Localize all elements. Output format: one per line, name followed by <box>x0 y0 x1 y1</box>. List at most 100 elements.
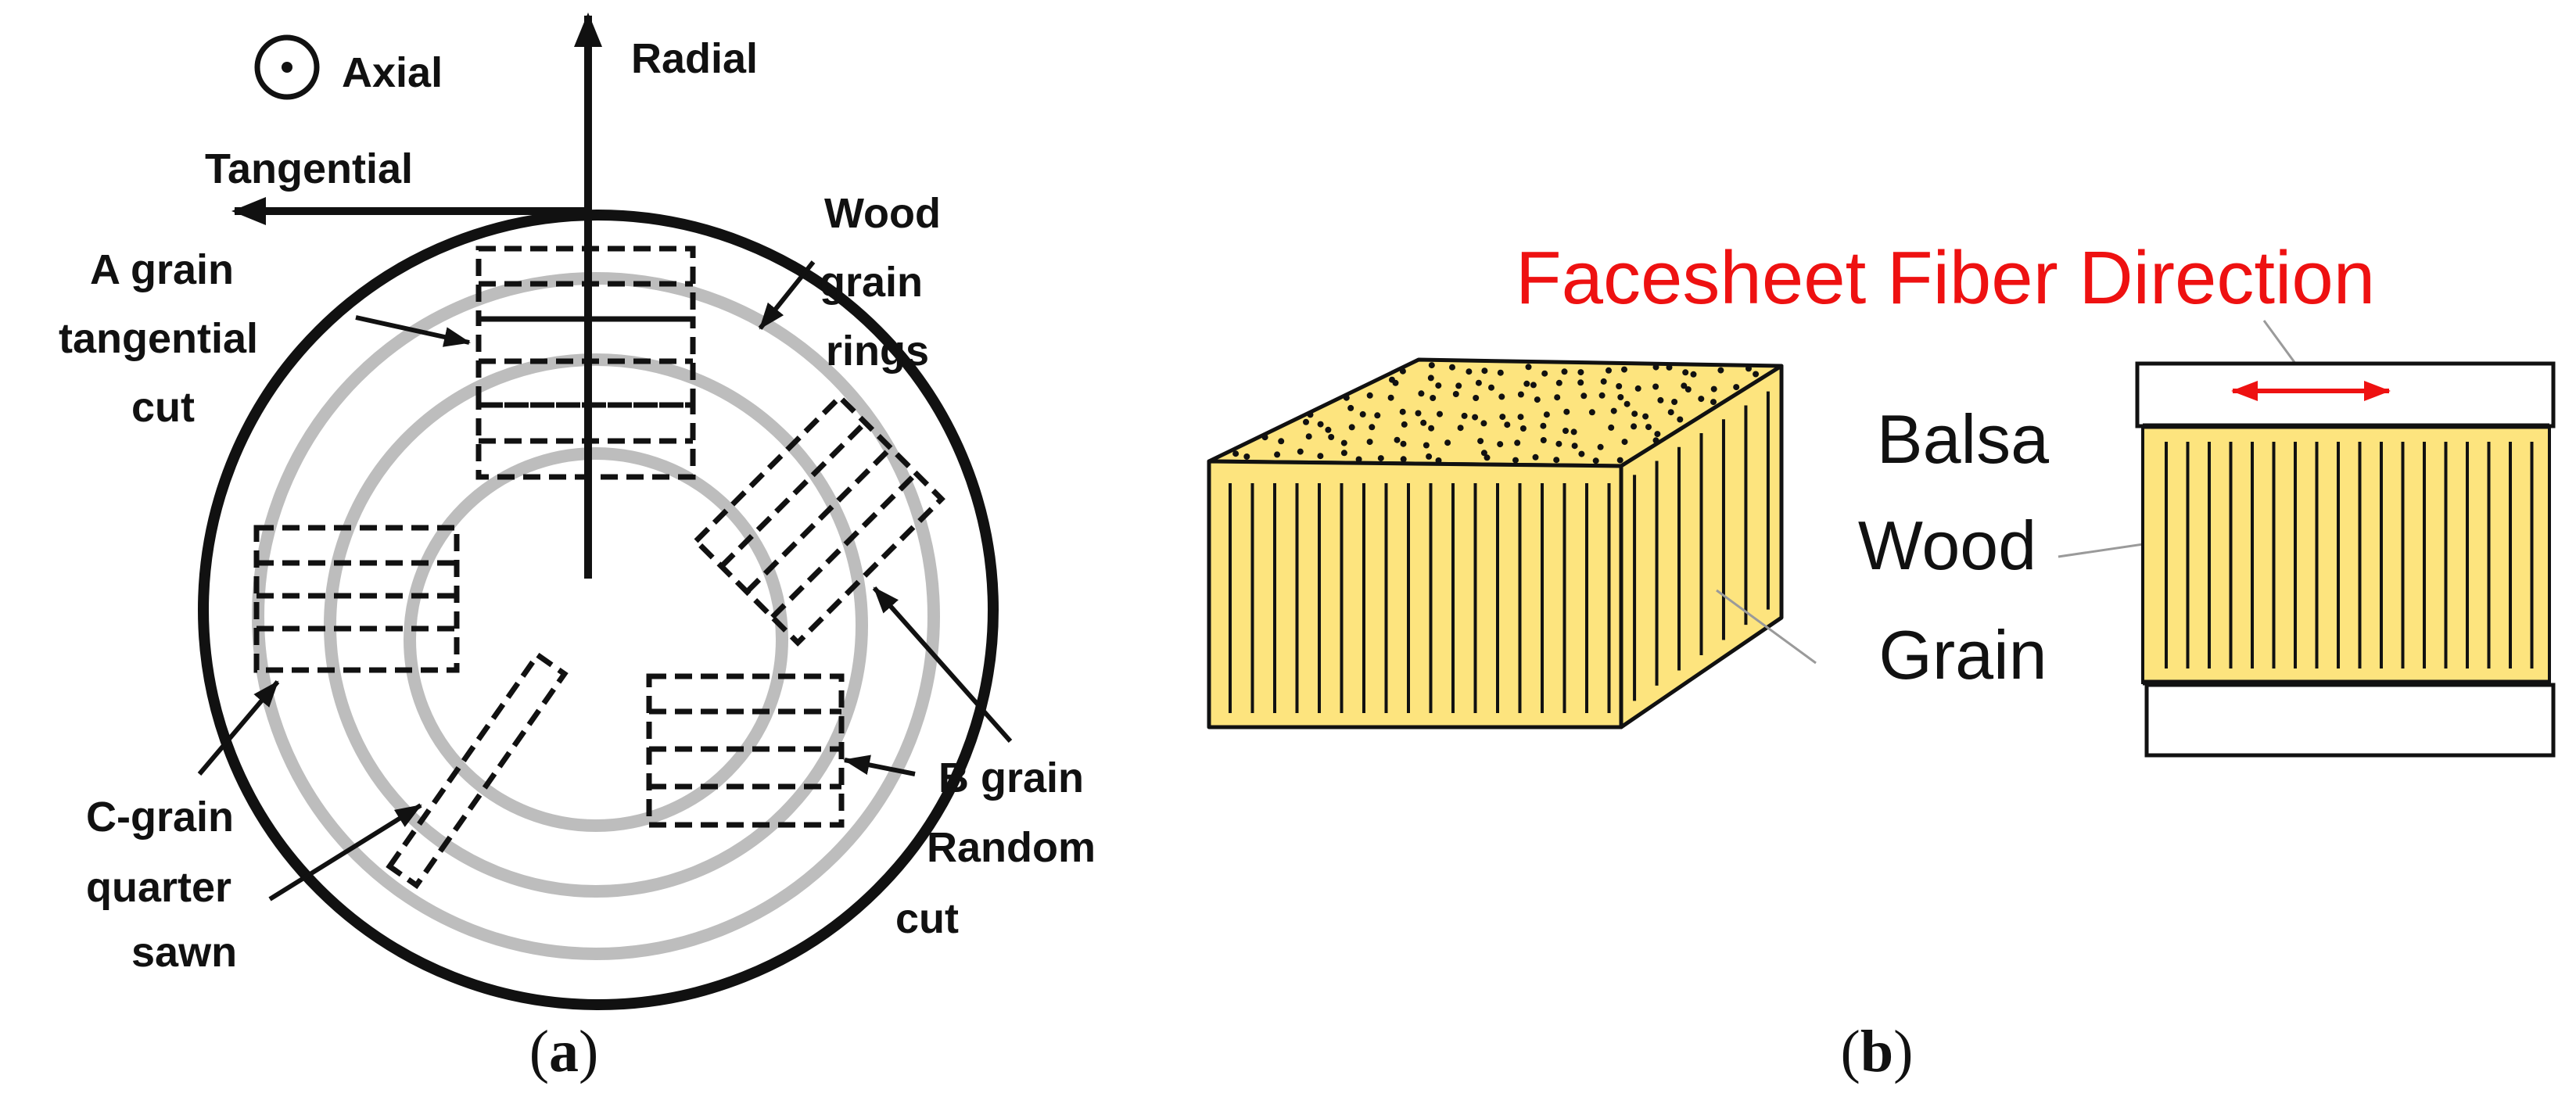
end-grain-dot <box>1481 367 1488 375</box>
end-grain-dot <box>1399 367 1406 375</box>
end-grain-dot <box>1555 440 1562 447</box>
end-grain-dot <box>1555 379 1562 386</box>
end-grain-dot <box>1444 439 1451 446</box>
end-grain-dot <box>1592 457 1599 464</box>
end-grain-dot <box>1261 434 1268 441</box>
end-grain-dot <box>1499 414 1506 421</box>
end-grain-dot <box>1449 364 1455 371</box>
end-grain-dot <box>1597 443 1604 450</box>
end-grain-dot <box>1682 369 1689 376</box>
end-grain-dot <box>1631 423 1638 430</box>
end-grain-dot <box>1543 411 1550 418</box>
end-grain-dot <box>1340 439 1347 446</box>
end-grain-dot <box>1348 424 1355 431</box>
b-grain-label-3: cut <box>895 895 959 942</box>
end-grain-dot <box>1278 438 1285 445</box>
end-grain-dot <box>1428 425 1435 432</box>
c-grain-label-1: C-grain <box>86 794 234 841</box>
end-grain-dot <box>1514 439 1521 446</box>
end-grain-dot <box>1366 439 1373 446</box>
end-grain-dot <box>1621 439 1628 446</box>
a-grain-label-2: tangential <box>59 315 258 362</box>
end-grain-dot <box>1328 434 1335 440</box>
tangential-label: Tangential <box>205 145 413 192</box>
end-grain-dot <box>1420 419 1427 426</box>
end-grain-dot <box>1517 414 1524 421</box>
axial-out-of-plane-icon <box>254 34 320 100</box>
end-grain-dot <box>1475 379 1482 386</box>
a-grain-pointer <box>355 315 471 347</box>
end-grain-dot <box>1472 414 1479 421</box>
end-grain-dot <box>1690 371 1697 378</box>
end-grain-dot <box>1305 433 1312 440</box>
end-grain-dot <box>1562 428 1569 434</box>
radial-label: Radial <box>631 35 758 82</box>
end-grain-dot <box>1325 426 1332 433</box>
end-grain-dot <box>1480 420 1487 427</box>
end-grain-dot <box>1554 394 1561 401</box>
balsa-front-grain-lines <box>1229 483 1611 713</box>
end-grain-dot <box>1512 457 1519 464</box>
balsa-block-front-face <box>1207 459 1623 729</box>
end-grain-dot <box>1652 364 1659 371</box>
end-grain-dot <box>1355 456 1362 463</box>
end-grain-dot <box>1570 428 1577 436</box>
end-grain-dot <box>1525 364 1532 371</box>
a-grain-label-1: A grain <box>90 246 234 293</box>
end-grain-dot <box>1427 375 1434 382</box>
end-grain-dot <box>1608 424 1615 431</box>
end-grain-dot <box>1621 366 1627 373</box>
c-grain-label-3: sawn <box>131 929 237 976</box>
rotated-cut-stack <box>692 393 945 647</box>
c-grain-pointer <box>197 680 280 776</box>
b-grain-label-1: B grain <box>938 755 1084 801</box>
end-grain-dot <box>1426 453 1433 460</box>
end-grain-dot <box>1519 425 1527 432</box>
panel-a-caption: (a) <box>529 1019 599 1084</box>
axial-label: Axial <box>342 49 443 96</box>
end-grain-dot <box>1530 382 1537 389</box>
end-grain-dot <box>1437 410 1443 418</box>
end-grain-dot <box>1540 422 1547 429</box>
end-grain-dot <box>1645 424 1652 431</box>
end-grain-dot <box>1654 431 1661 438</box>
end-grain-dot <box>1452 391 1459 397</box>
balsa-label-2: Wood <box>1858 507 2036 584</box>
end-grain-dot <box>1580 392 1588 400</box>
end-grain-dot <box>1457 425 1464 432</box>
end-grain-dot <box>1534 396 1541 403</box>
end-grain-dot <box>1477 438 1484 445</box>
end-grain-dot <box>1392 379 1399 386</box>
end-grain-dot <box>1423 442 1430 449</box>
end-grain-dot <box>1563 408 1570 415</box>
end-grain-dot <box>1652 383 1659 390</box>
end-grain-dot <box>1698 396 1705 403</box>
end-grain-dot <box>1243 453 1250 460</box>
end-grain-dot <box>1359 410 1366 418</box>
end-grain-dot <box>1387 394 1394 401</box>
end-grain-dot <box>1561 368 1568 375</box>
end-grain-dot <box>1606 367 1612 374</box>
end-grain-dot <box>1677 416 1684 423</box>
a-grain-cut-lines <box>479 281 693 444</box>
end-grain-dot <box>1717 367 1724 374</box>
end-grain-dot <box>1616 457 1623 464</box>
end-grain-dot <box>1317 421 1324 428</box>
end-grain-dot <box>1577 379 1584 386</box>
end-grain-dot <box>1652 437 1659 444</box>
balsa-label-leader-block <box>1716 589 1817 665</box>
end-grain-dot <box>1435 382 1442 389</box>
end-grain-dot <box>1671 399 1678 405</box>
end-grain-dot <box>1400 440 1407 447</box>
end-grain-dot <box>1684 386 1692 392</box>
a-grain-board <box>475 402 696 480</box>
end-grain-dot <box>1473 395 1480 401</box>
end-grain-dot <box>1541 370 1548 377</box>
end-grain-dot <box>1400 456 1407 463</box>
end-grain-dot <box>1497 369 1504 376</box>
grain-ring-outer <box>252 272 940 960</box>
end-grain-dot <box>1307 411 1314 418</box>
end-grain-dot <box>1657 396 1664 403</box>
end-grain-dot <box>1455 382 1462 389</box>
end-grain-dot <box>1523 380 1530 387</box>
